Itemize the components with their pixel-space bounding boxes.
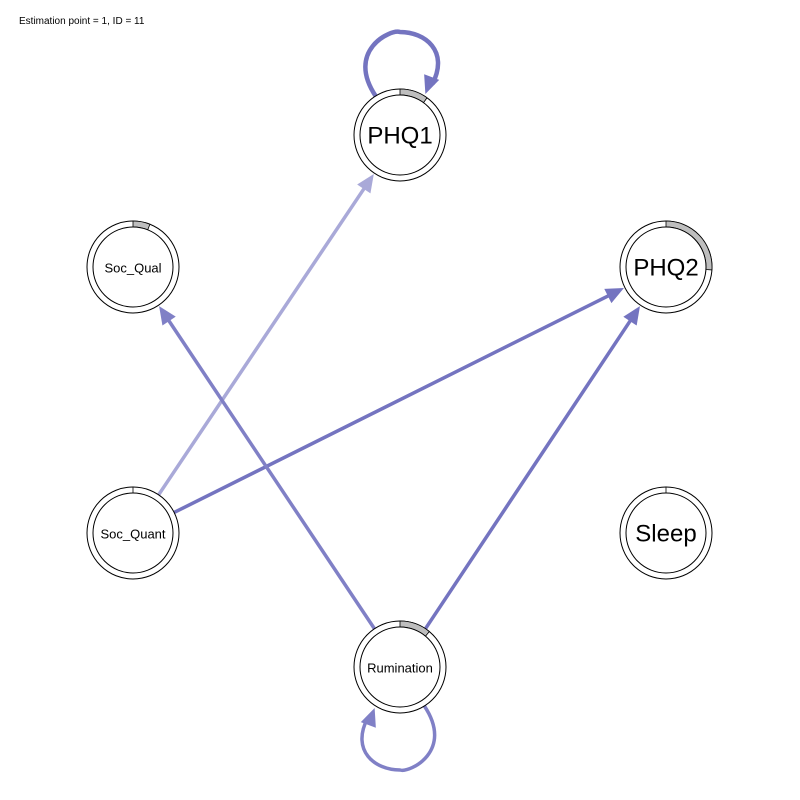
node-label: Soc_Qual (104, 261, 161, 276)
node-label: PHQ1 (367, 123, 432, 150)
edge-line (157, 186, 367, 496)
node-sleep[interactable]: Sleep (619, 486, 713, 580)
arrowhead (424, 74, 440, 94)
node-inner-circle (359, 626, 441, 708)
node-inner-circle (92, 492, 174, 574)
node-soc-quant[interactable]: Soc_Quant (86, 486, 180, 580)
node-label: Soc_Quant (100, 527, 165, 542)
node-phq2[interactable]: PHQ2 (619, 220, 713, 314)
edge-PHQ1-to-PHQ1 (363, 29, 441, 98)
arrowhead (357, 174, 374, 194)
edge-line (173, 293, 611, 515)
edge-Rumination-to-Soc_Qual (159, 306, 376, 630)
plot-caption: Estimation point = 1, ID = 11 (19, 16, 145, 27)
node-label: Sleep (635, 521, 696, 548)
edge-line (166, 318, 376, 630)
edge-line (360, 705, 437, 772)
node-inner-circle (359, 94, 441, 176)
arrowhead (360, 708, 376, 728)
arrowhead (159, 306, 176, 326)
node-inner-circle (625, 226, 707, 308)
arrowhead (604, 287, 624, 304)
edge-line (424, 318, 633, 630)
node-soc-qual[interactable]: Soc_Qual (86, 220, 180, 314)
node-phq1[interactable]: PHQ1 (353, 88, 447, 182)
arrowhead (623, 306, 640, 326)
edge-Rumination-to-PHQ2 (424, 306, 640, 630)
edge-Soc_Quant-to-PHQ1 (157, 174, 374, 496)
edge-line (363, 29, 441, 98)
edges-layer (157, 29, 640, 772)
edge-Soc_Quant-to-PHQ2 (173, 287, 624, 515)
node-label: PHQ2 (633, 255, 698, 282)
node-rumination[interactable]: Rumination (353, 620, 447, 714)
edge-Rumination-to-Rumination (360, 705, 437, 772)
node-label: Rumination (367, 661, 433, 676)
node-inner-circle (625, 492, 707, 574)
node-inner-circle (92, 226, 174, 308)
